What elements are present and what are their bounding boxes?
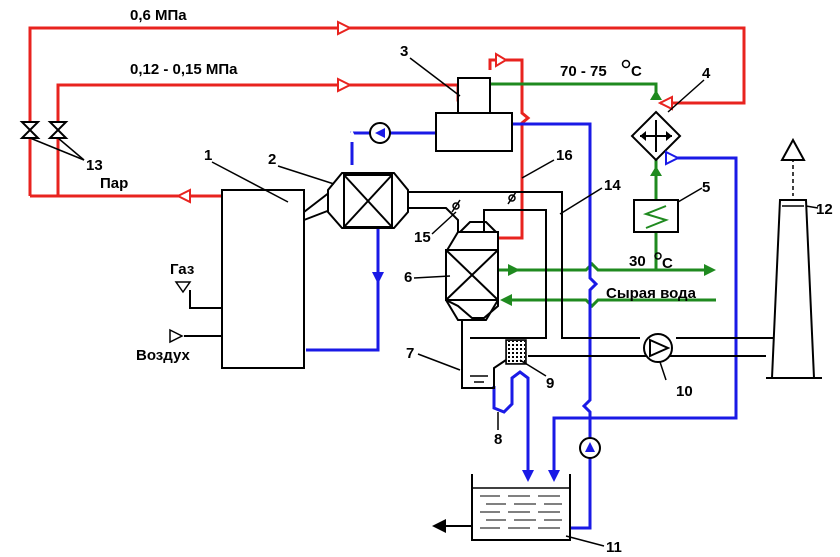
label-5: 5: [702, 179, 710, 196]
label-13: 13: [86, 157, 103, 174]
temp-cold-label: 30: [629, 253, 646, 270]
leader-lines: [211, 57, 819, 547]
water-heater: [633, 199, 679, 233]
label-8: 8: [494, 431, 502, 448]
steam-label: Пар: [100, 175, 128, 192]
feed-pump: [369, 122, 391, 144]
label-14: 14: [604, 177, 621, 194]
temp-hot-label: 70 - 75: [560, 63, 607, 80]
water-lines: [306, 122, 738, 530]
label-4: 4: [702, 65, 711, 82]
pressure-high-label: 0,6 МПа: [130, 7, 187, 24]
degree-symbol: [621, 59, 631, 69]
temp-cold-unit: С: [662, 255, 673, 272]
label-12: 12: [816, 201, 833, 218]
heat-exchanger: [630, 110, 682, 162]
label-9: 9: [546, 375, 554, 392]
label-2: 2: [268, 151, 276, 168]
economizer: [327, 172, 409, 229]
air-label: Воздух: [136, 347, 190, 364]
steam-valves: [19, 121, 85, 161]
damper-marks: [451, 191, 517, 213]
label-16: 16: [556, 147, 573, 164]
degree-symbol: [654, 252, 662, 260]
label-15: 15: [414, 229, 431, 246]
temp-hot-unit: С: [631, 63, 642, 80]
boiler: [221, 189, 305, 369]
flow-arrows: [169, 20, 716, 482]
tank: [432, 474, 571, 541]
raw-water-label: Сырая вода: [606, 285, 697, 302]
condensate-collector: [461, 320, 507, 389]
pressure-low-label: 0,12 - 0,15 МПа: [130, 61, 238, 78]
label-7: 7: [406, 345, 414, 362]
label-11: 11: [606, 539, 622, 556]
label-10: 10: [676, 383, 693, 400]
chimney: [766, 137, 822, 379]
flue-fan: [643, 333, 673, 363]
deaerator: [435, 77, 513, 152]
label-1: 1: [204, 147, 212, 164]
condensing-exchanger: [445, 221, 499, 321]
gas-label: Газ: [170, 261, 194, 278]
label-3: 3: [400, 43, 408, 60]
label-6: 6: [404, 269, 412, 286]
condensate-pump: [579, 437, 601, 459]
